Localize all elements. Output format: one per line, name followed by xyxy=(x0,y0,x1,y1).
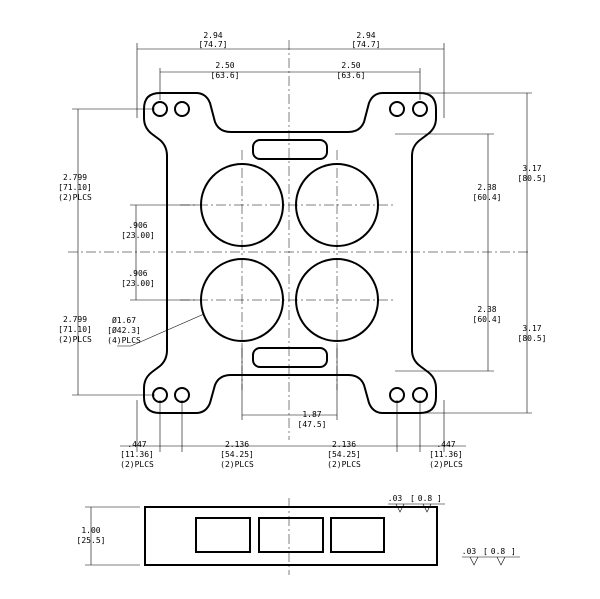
hole-callout: Ø1.67 xyxy=(112,315,136,325)
svg-text:[60.4]: [60.4] xyxy=(473,315,502,324)
mounting-hole xyxy=(412,387,428,403)
svg-text:[63.6]: [63.6] xyxy=(211,71,240,80)
svg-text:[11.36]: [11.36] xyxy=(429,450,463,459)
svg-text:[80.5]: [80.5] xyxy=(518,174,547,183)
svg-text:[80.5]: [80.5] xyxy=(518,334,547,343)
mounting-hole xyxy=(152,387,168,403)
svg-text:[54.25]: [54.25] xyxy=(220,450,254,459)
dim-left-bore-down: .906 xyxy=(128,269,147,278)
side-window xyxy=(195,517,251,553)
bore xyxy=(200,258,284,342)
dim-bottom-right-edge: .447 xyxy=(436,440,455,449)
mounting-hole xyxy=(174,387,190,403)
bottom-dimensions: 1.87 [47.5] .447 [11.36] (2)PLCS 2.136 [… xyxy=(120,345,466,469)
svg-text:(2)PLCS: (2)PLCS xyxy=(220,460,254,469)
svg-text:[74.7]: [74.7] xyxy=(199,40,228,49)
flatness-callout-bottom: .03 [ 0.8 ] xyxy=(462,547,520,566)
flatness-callout-top: .03 [ 0.8 ] xyxy=(388,494,445,513)
throttle-bores xyxy=(200,163,379,342)
dim-top-left-inner: 2.50 xyxy=(215,61,234,70)
svg-text:[60.4]: [60.4] xyxy=(473,193,502,202)
dim-right-upper-inner: 2.38 xyxy=(477,183,496,192)
mounting-hole xyxy=(412,101,428,117)
mounting-hole xyxy=(389,387,405,403)
hole-callout-leader xyxy=(117,313,205,347)
dim-top-right-inner: 2.50 xyxy=(341,61,360,70)
dim-left-lower: 2.799 xyxy=(63,315,87,324)
svg-text:[23.00]: [23.00] xyxy=(121,231,155,240)
dim-left-upper: 2.799 xyxy=(63,173,87,182)
mounting-hole xyxy=(152,101,168,117)
dim-bottom-center: 1.87 xyxy=(302,410,321,419)
dim-right-lower-inner: 2.38 xyxy=(477,305,496,314)
svg-text:[47.5]: [47.5] xyxy=(298,420,327,429)
svg-text:[63.6]: [63.6] xyxy=(337,71,366,80)
bottom-slot xyxy=(252,347,328,368)
left-dimensions: 2.799 [71.10] (2)PLCS 2.799 [71.10] (2)P… xyxy=(58,108,205,396)
dim-top-left-outer: 2.94 xyxy=(203,31,222,40)
right-dimensions: 2.38 [60.4] 2.38 [60.4] 3.17 [80.5] 3.17… xyxy=(395,92,547,414)
svg-text:[: [ xyxy=(410,494,415,503)
svg-text:[71.10]: [71.10] xyxy=(58,325,92,334)
top-dimensions: 2.94 [74.7] 2.94 [74.7] 2.50 [63.6] 2.50… xyxy=(136,31,445,118)
dim-bottom-left-edge: .447 xyxy=(127,440,146,449)
svg-text:[11.36]: [11.36] xyxy=(120,450,154,459)
svg-text:0.8: 0.8 xyxy=(418,494,433,503)
svg-text:[74.7]: [74.7] xyxy=(352,40,381,49)
svg-text:.03: .03 xyxy=(462,547,477,556)
svg-text:(2)PLCS: (2)PLCS xyxy=(58,335,92,344)
mounting-hole xyxy=(174,101,190,117)
bore xyxy=(200,163,284,247)
mounting-holes xyxy=(152,101,428,403)
dim-right-lower-outer: 3.17 xyxy=(522,324,541,333)
side-window xyxy=(330,517,385,553)
side-view-outline xyxy=(144,506,438,566)
svg-text:]: ] xyxy=(437,494,442,503)
dim-right-upper-outer: 3.17 xyxy=(522,164,541,173)
svg-text:[Ø42.3]: [Ø42.3] xyxy=(107,325,141,335)
svg-text:[25.5]: [25.5] xyxy=(77,536,106,545)
svg-text:(2)PLCS: (2)PLCS xyxy=(58,193,92,202)
dim-bottom-left-mid: 2.136 xyxy=(225,440,249,449)
svg-text:[23.00]: [23.00] xyxy=(121,279,155,288)
dim-left-bore-up: .906 xyxy=(128,221,147,230)
svg-text:(2)PLCS: (2)PLCS xyxy=(429,460,463,469)
svg-text:[71.10]: [71.10] xyxy=(58,183,92,192)
svg-text:.03: .03 xyxy=(388,494,403,503)
svg-text:]: ] xyxy=(511,547,516,556)
dim-top-right-outer: 2.94 xyxy=(356,31,375,40)
side-view: 1.00 [25.5] .03 [ 0.8 ] .03 [ 0.8 ] xyxy=(77,494,520,575)
bore xyxy=(295,163,379,247)
mounting-hole xyxy=(389,101,405,117)
svg-text:[54.25]: [54.25] xyxy=(327,450,361,459)
svg-text:(2)PLCS: (2)PLCS xyxy=(327,460,361,469)
dim-side-thickness: 1.00 xyxy=(81,526,100,535)
bore xyxy=(295,258,379,342)
svg-text:(2)PLCS: (2)PLCS xyxy=(120,460,154,469)
svg-text:(4)PLCS: (4)PLCS xyxy=(107,336,141,345)
side-window xyxy=(258,517,324,553)
dim-bottom-right-mid: 2.136 xyxy=(332,440,356,449)
top-slot xyxy=(252,139,328,160)
svg-text:0.8: 0.8 xyxy=(491,547,506,556)
svg-text:[: [ xyxy=(483,547,488,556)
